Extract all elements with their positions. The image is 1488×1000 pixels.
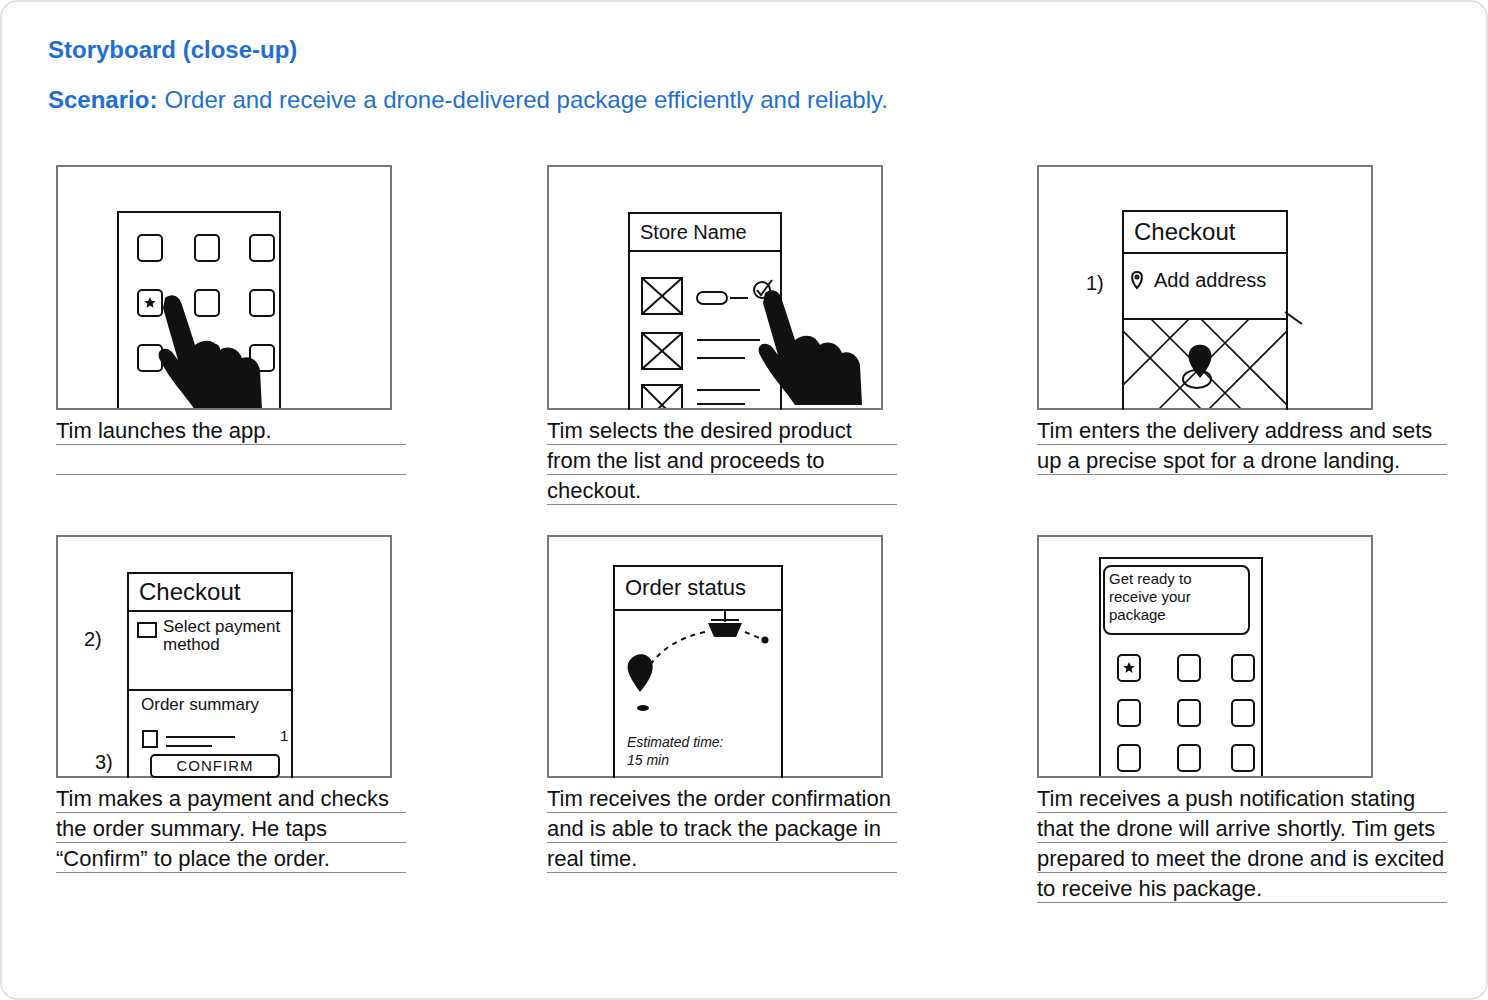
panel-frame (547, 165, 883, 410)
push-notification: Get ready to receive your package (1103, 565, 1250, 635)
screen-header: Checkout (129, 574, 291, 612)
product-list-sketch (642, 278, 772, 409)
star-icon (144, 297, 155, 308)
panel-caption: Tim enters the delivery address and sets… (1037, 416, 1447, 476)
storyboard-title: Storyboard (close-up) (48, 36, 297, 64)
callout-number: 3) (95, 751, 113, 774)
storyboard-panel: Tim receives the order confirmation and … (547, 535, 897, 874)
storyboard-panel: Tim makes a payment and checks the order… (56, 535, 406, 874)
callout-number: 1) (1086, 272, 1104, 295)
panel-frame (56, 165, 392, 410)
star-icon (1123, 662, 1134, 673)
panel-caption: Tim selects the desired product from the… (547, 416, 897, 506)
tracking-sketch (628, 611, 769, 711)
callout-number: 2) (84, 628, 102, 651)
phone-sketch (118, 212, 280, 410)
button-label: CONFIRM (152, 756, 278, 776)
hand-icon (759, 290, 862, 405)
address-field: Add address (1124, 254, 1286, 320)
screen-header: Checkout (1124, 212, 1286, 254)
storyboard-panel: Tim launches the app. (56, 165, 406, 476)
screen-header: Order status (615, 567, 781, 611)
screen-header: Store Name (630, 214, 780, 252)
scenario-text: Order and receive a drone-delivered pack… (164, 86, 888, 114)
panel-caption: Tim receives a push notification stating… (1037, 784, 1447, 904)
notification-text: Get ready to receive your package (1109, 570, 1231, 630)
scenario-label: Scenario: (48, 86, 157, 114)
phone-screen: Store Name (628, 212, 782, 410)
storyboard-panel: Tim enters the delivery address and sets… (1037, 165, 1447, 476)
panel-caption: Tim launches the app. (56, 416, 406, 476)
map-sketch (1122, 272, 1302, 410)
hand-icon (159, 295, 262, 410)
phone-screen: Order statusEstimated time: 15 min (613, 565, 783, 778)
panel-caption: Tim makes a payment and checks the order… (56, 784, 406, 874)
summary-heading: Order summary (141, 694, 289, 718)
storyboard-panel: Tim receives a push notification stating… (1037, 535, 1447, 904)
phone-screen: CheckoutSelect payment methodOrder summa… (127, 572, 293, 778)
confirm-button: CONFIRM (150, 754, 280, 778)
location-pin (1188, 345, 1211, 378)
quantity-number: 1 (280, 727, 288, 744)
estimated-time: Estimated time: 15 min (627, 733, 739, 775)
storyboard-panel: Tim selects the desired product from the… (547, 165, 897, 506)
panel-caption: Tim receives the order confirmation and … (547, 784, 897, 874)
phone-screen: CheckoutAdd address (1122, 210, 1288, 410)
phone-sketch (1100, 558, 1262, 778)
payment-option: Select payment method (163, 618, 287, 688)
